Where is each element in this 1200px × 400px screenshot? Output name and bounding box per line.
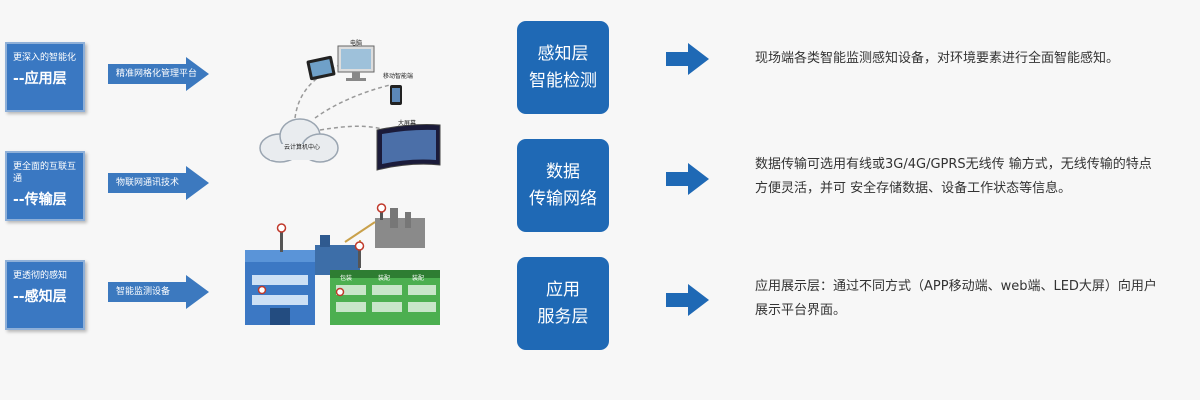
arrow-right-icon [108, 275, 209, 309]
cloud-network-image [259, 45, 441, 171]
factory-illustration: 包装 装配 装配 [240, 200, 450, 330]
arrow-iot: 物联网通讯技术 [108, 166, 210, 200]
device-illustration: 电脑 移动智能端 大屏幕 云计算机中心 [240, 30, 460, 180]
box-line2: 传输网络 [529, 188, 597, 209]
factory-label: 包装 [340, 275, 353, 282]
arrow-right-1 [666, 43, 710, 75]
layer-title: --感知层 [13, 289, 67, 305]
layer-subtitle: 更深入的智能化 [13, 53, 77, 63]
arrow-right-icon [666, 284, 709, 316]
arrow-right-3 [666, 284, 710, 316]
description-line: 应用展示层：通过不同方式（APP移动端、web端、LED大屏）向用户 [755, 279, 1157, 294]
description-transmission: 数据传输可选用有线或3G/4G/GPRS无线传 输方式，无线传输的特点 方便灵活… [755, 153, 1195, 201]
layer-box-transport: 更全面的互联互通 --传输层 [5, 151, 85, 221]
layer-subtitle: 更全面的互联互通 [13, 162, 77, 184]
layer-box-application: 更深入的智能化 --应用层 [5, 42, 85, 112]
label-computer: 电脑 [350, 40, 363, 47]
label-big-screen: 大屏幕 [398, 120, 417, 127]
box-line2: 服务层 [537, 306, 589, 327]
box-line1: 数据 [546, 161, 580, 182]
arrow-right-icon [108, 166, 209, 200]
label-cloud: 云计算机中心 [284, 144, 321, 151]
box-transmission: 数据 传输网络 [517, 139, 609, 232]
description-perception: 现场端各类智能监测感知设备，对环境要素进行全面智能感知。 [755, 47, 1195, 71]
description-line: 数据传输可选用有线或3G/4G/GPRS无线传 输方式，无线传输的特点 [755, 157, 1152, 172]
arrow-right-icon [666, 43, 709, 75]
description-line: 现场端各类智能监测感知设备，对环境要素进行全面智能感知。 [755, 51, 1120, 66]
arrow-devices: 智能监测设备 [108, 275, 210, 309]
factory-label: 装配 [412, 275, 425, 282]
arrow-right-icon [666, 163, 709, 195]
box-line1: 应用 [546, 279, 580, 300]
factory-label: 装配 [378, 275, 391, 282]
layer-subtitle: 更透彻的感知 [13, 271, 68, 281]
label-mobile: 移动智能端 [383, 73, 414, 80]
layer-title: --应用层 [13, 71, 67, 87]
arrow-label: 物联网通讯技术 [116, 178, 180, 188]
arrow-right-icon [108, 57, 209, 91]
box-line1: 感知层 [537, 43, 589, 64]
arrow-right-2 [666, 163, 710, 195]
description-application: 应用展示层：通过不同方式（APP移动端、web端、LED大屏）向用户 展示平台界… [755, 275, 1195, 323]
arrow-label: 精准网格化管理平台 [116, 69, 198, 79]
layer-box-perception: 更透彻的感知 --感知层 [5, 260, 85, 330]
box-application: 应用 服务层 [517, 257, 609, 350]
description-line: 展示平台界面。 [755, 303, 847, 318]
layer-title: --传输层 [13, 192, 67, 208]
arrow-platform: 精准网格化管理平台 [108, 57, 210, 91]
description-line: 方便灵活，并可 安全存储数据、设备工作状态等信息。 [755, 181, 1072, 196]
arrow-label: 智能监测设备 [116, 287, 171, 297]
box-perception: 感知层 智能检测 [517, 21, 609, 114]
factory-image [245, 203, 440, 325]
box-line2: 智能检测 [529, 70, 597, 91]
